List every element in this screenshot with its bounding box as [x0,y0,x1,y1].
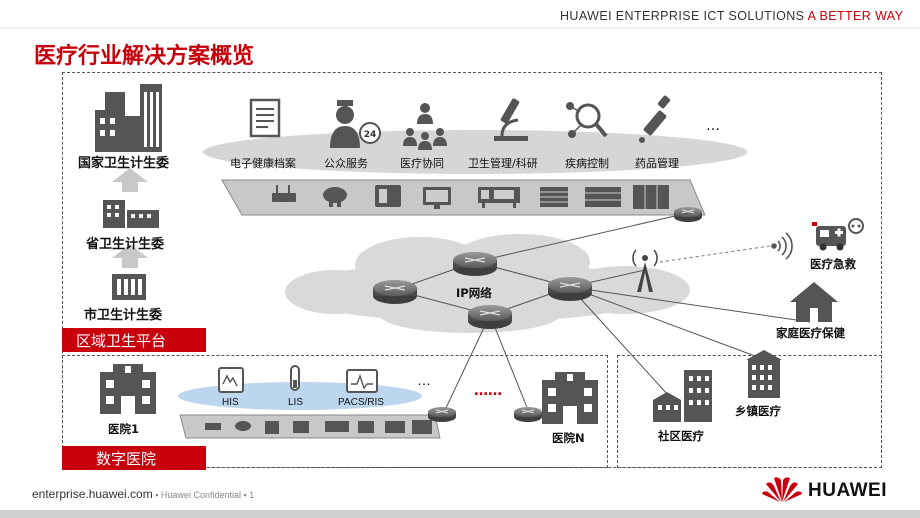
svg-text:24: 24 [364,130,377,140]
grassroots-region [617,355,882,468]
service-label-ehr: 电子健康档案 [230,157,296,170]
house-icon [790,282,838,322]
national-commission-label: 国家卫生计生委 [78,156,170,171]
huawei-logo-icon [762,477,802,502]
service-icon-pharma [639,95,671,143]
service-label-collab: 医疗协同 [400,157,444,170]
footer-site: enterprise.huawei.com [32,487,153,501]
ip-network-label: IP网络 [456,286,492,300]
community-label: 社区医疗 [658,429,704,443]
service-icon-disease [566,102,608,138]
huawei-brand-text: HUAWEI [808,480,887,501]
footer-text: enterprise.huawei.com ▪ Huawei Confident… [32,487,254,501]
national-building-icon [95,84,162,152]
service-label-public: 公众服务 [324,157,368,170]
family-care-label: 家庭医疗保健 [776,326,845,340]
equipment-icons [272,185,669,209]
page-title: 医疗行业解决方案概览 [34,44,255,69]
hospital1-platform [179,414,441,439]
service-label-pharma: 药品管理 [635,157,679,170]
tagline-main: HUAWEI ENTERPRISE ICT SOLUTIONS [560,9,808,23]
digital-hospital-badge: 数字医院 [62,446,206,470]
service-label-disease: 疾病控制 [565,157,609,170]
lis-icon [290,365,300,391]
bottom-strip [0,510,920,518]
service-icon-research [494,98,528,141]
header-tagline: HUAWEI ENTERPRISE ICT SOLUTIONS A BETTER… [560,9,903,23]
hospital-ellipsis: …… [474,383,502,399]
lis-label: LIS [288,397,304,408]
city-building-icon [112,274,146,300]
community-building-icon [653,370,712,422]
hospitalN-label: 医院N [552,431,585,445]
tower-icon [632,249,658,292]
his-icon [218,367,244,393]
wifi-signal-icon [771,232,793,260]
emergency-label: 医疗急救 [810,257,856,271]
hospital1-label: 医院1 [108,422,140,436]
provincial-commission-label: 省卫生计生委 [86,237,165,252]
service-icon-public: 24 [330,100,381,148]
hospital1-building-icon [100,364,156,414]
township-building-icon [746,350,782,398]
footer-page-number: 1 [249,490,255,500]
up-arrow-1 [112,168,148,192]
ambulance-icon [812,218,864,251]
service-icon-ehr [249,98,281,138]
city-commission-label: 市卫生计生委 [84,308,163,323]
tagline-accent: A BETTER WAY [807,9,904,23]
service-label-research: 卫生管理/科研 [468,157,538,170]
his-label: HIS [222,397,239,408]
equipment-platform [221,179,706,216]
provincial-building-icon [103,200,159,228]
services-more: … [706,118,720,134]
up-arrow-2 [112,244,148,268]
hospitalN-building-icon [542,372,598,424]
digital-hospital-region [62,355,608,468]
pacs-ris-label: PACS/RIS [338,397,384,408]
pacs-icon [346,369,378,393]
footer-confidential: ▪ Huawei Confidential ▪ [152,490,250,500]
systems-more: … [417,372,431,388]
regional-platform-badge: 区域卫生平台 [62,328,206,352]
service-icon-collab [403,103,447,150]
township-label: 乡镇医疗 [735,404,781,418]
